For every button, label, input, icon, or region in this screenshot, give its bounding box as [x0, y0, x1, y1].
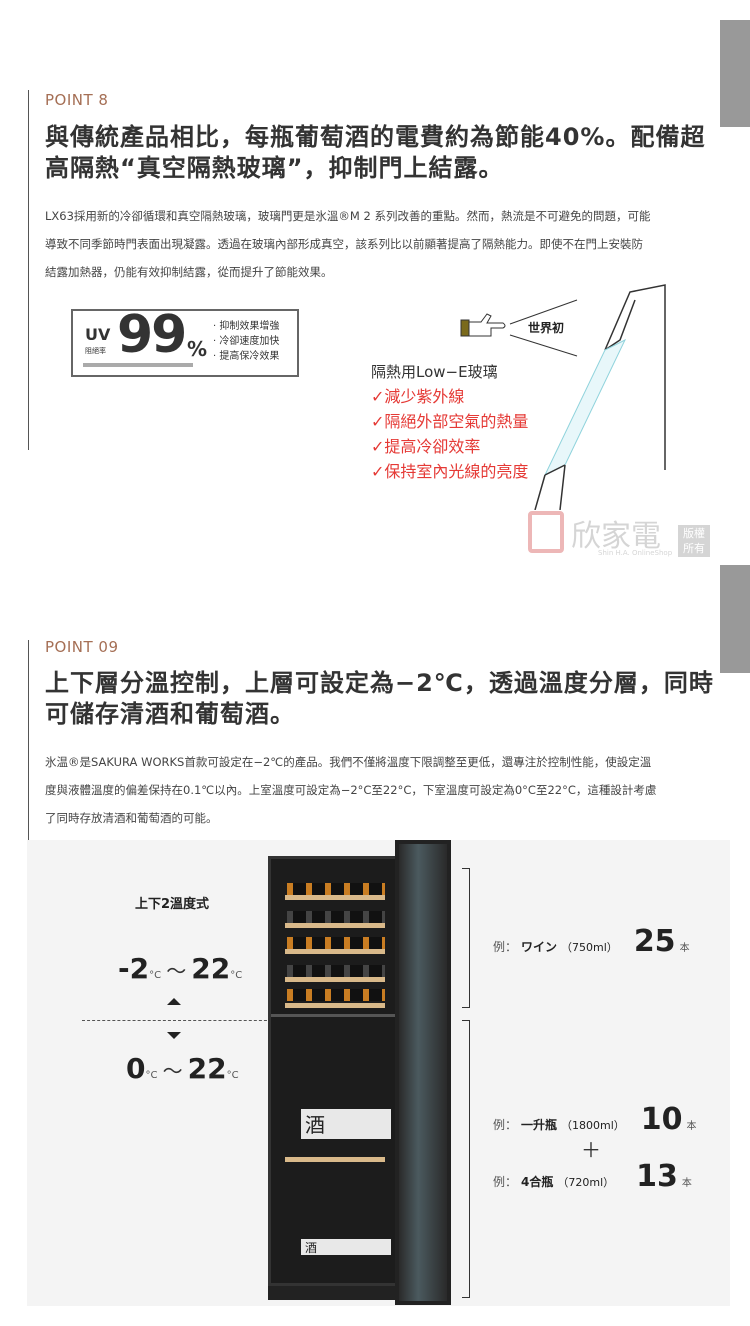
side-tab	[720, 20, 750, 127]
watermark-name: 欣家電	[571, 519, 661, 554]
example-unit: 本	[679, 943, 690, 954]
uv-bullet: · 提高保冷效果	[213, 351, 280, 362]
glass-title: 隔熱用Low−E玻璃	[371, 363, 498, 381]
sake-label: 酒	[301, 1109, 391, 1139]
text-line: 導致不同季節時門表面出現凝露。透過在玻璃內部形成真空，該系列比以前顯著提高了隔熱…	[45, 237, 643, 251]
example-count: 10	[640, 1102, 683, 1137]
upper-max: 22	[191, 952, 231, 985]
unit: °C	[149, 970, 162, 981]
example-isshobin: 例： 一升瓶 （1800ml） 10 本	[493, 1102, 697, 1137]
point-label: POINT 8	[45, 91, 109, 109]
section-divider	[28, 640, 29, 995]
headline-line: 與傳統產品相比，每瓶葡萄酒的電費約為節能40%。配備超	[45, 123, 706, 151]
uv-label: UV	[85, 325, 111, 344]
example-name: 4合瓶	[521, 1175, 554, 1189]
check-icon: ✓	[371, 387, 385, 406]
headline-line: 可儲存清酒和葡萄酒。	[45, 700, 295, 728]
unit: °C	[226, 1070, 239, 1081]
benefit-text: 提高冷卻效率	[384, 437, 481, 456]
copyright-badge: 版權所有	[678, 525, 710, 557]
glass-diagram	[460, 284, 666, 510]
headline: 與傳統產品相比，每瓶葡萄酒的電費約為節能40%。配備超 高隔熱“真空隔熱玻璃”，…	[45, 122, 715, 184]
section-divider	[28, 90, 29, 450]
text-line: LX63採用新的冷卻循環和真空隔熱玻璃，玻璃門更是氷溫®M 2 系列改善的重點。…	[45, 209, 651, 223]
plus-sign: ＋	[581, 1138, 601, 1162]
text-line: 結露加熱器，仍能有效抑制結露，從而提升了節能效果。	[45, 265, 333, 279]
text-line: 氷温®是SAKURA WORKS首款可設定在−2℃的產品。我們不僅將溫度下限調整…	[45, 755, 652, 769]
benefit-item: ✓提高冷卻效率	[371, 434, 528, 459]
watermark-sub: Shin H.A. OnlineShop	[598, 549, 673, 557]
benefit-item: ✓減少紫外線	[371, 384, 528, 409]
description: LX63採用新的冷卻循環和真空隔熱玻璃，玻璃門更是氷溫®M 2 系列改善的重點。…	[45, 202, 715, 286]
example-4gobin: 例： 4合瓶 （720ml） 13 本	[493, 1159, 692, 1194]
example-size: （1800ml）	[561, 1119, 625, 1132]
text-line: 了同時存放清酒和葡萄酒的可能。	[45, 811, 218, 825]
uv-bullet: · 抑制效果增強	[213, 321, 280, 332]
underline	[83, 363, 193, 367]
fridge-base	[268, 1286, 398, 1300]
lower-max: 22	[187, 1052, 227, 1085]
world-first-callout: 世界初	[528, 321, 565, 335]
fridge-cabinet: 酒 酒	[268, 856, 398, 1286]
headline: 上下層分溫控制，上層可設定為−2℃，透過溫度分層，同時 可儲存清酒和葡萄酒。	[45, 668, 715, 730]
bracket-lower	[462, 1020, 470, 1298]
sake-label: 酒	[301, 1239, 391, 1255]
range-sep: ～	[166, 959, 187, 983]
upper-range: -2°C ～ 22°C	[118, 952, 242, 985]
text-line: 度與液體溫度的偏差保持在0.1℃以內。上室溫度可設定為−2°C至22°C，下室溫…	[45, 783, 657, 797]
upper-min: -2	[118, 952, 150, 985]
example-prefix: 例：	[493, 940, 518, 954]
unit: °C	[145, 1070, 158, 1081]
arrow-up-icon	[167, 998, 181, 1005]
example-wine: 例： ワイン （750ml） 25 本	[493, 924, 690, 959]
example-prefix: 例：	[493, 1175, 518, 1189]
uv-sub: 阻絕率	[85, 347, 106, 355]
fridge-glass-door	[395, 840, 451, 1305]
point-label: POINT 09	[45, 638, 119, 656]
benefit-item: ✓隔絕外部空氣的熱量	[371, 409, 528, 434]
benefit-list: ✓減少紫外線 ✓隔絕外部空氣的熱量 ✓提高冷卻效率 ✓保持室內光線的亮度	[371, 384, 528, 484]
house-logo-icon	[528, 511, 564, 553]
example-name: 一升瓶	[521, 1118, 558, 1132]
uv-unit: %	[187, 337, 208, 361]
zone-divider	[82, 1020, 272, 1021]
example-unit: 本	[686, 1121, 697, 1132]
lower-min: 0	[126, 1052, 146, 1085]
example-count: 13	[636, 1159, 678, 1194]
example-size: （750ml）	[561, 941, 618, 954]
headline-line: 上下層分溫控制，上層可設定為−2℃，透過溫度分層，同時	[45, 669, 714, 697]
example-unit: 本	[681, 1178, 692, 1189]
benefit-item: ✓保持室內光線的亮度	[371, 459, 528, 484]
check-icon: ✓	[371, 437, 385, 456]
example-count: 25	[633, 924, 676, 959]
check-icon: ✓	[371, 462, 385, 481]
headline-line: 高隔熱“真空隔熱玻璃”，抑制門上結露。	[45, 154, 504, 182]
bracket-upper	[462, 868, 470, 1008]
uv-value: 99	[117, 305, 187, 365]
pointing-hand-icon	[460, 313, 506, 337]
example-size: （720ml）	[557, 1176, 615, 1189]
benefit-text: 隔絕外部空氣的熱量	[384, 412, 529, 431]
check-icon: ✓	[371, 412, 385, 431]
range-sep: ～	[162, 1059, 183, 1083]
zone-title: 上下2溫度式	[135, 897, 210, 912]
arrow-down-icon	[167, 1032, 181, 1039]
benefit-text: 減少紫外線	[384, 387, 465, 406]
uv-badge: UV 阻絕率 99 % · 抑制效果增強 · 冷卻速度加快 · 提高保冷效果	[71, 305, 299, 377]
uv-bullet: · 冷卻速度加快	[213, 336, 280, 347]
benefit-text: 保持室內光線的亮度	[384, 462, 529, 481]
example-prefix: 例：	[493, 1118, 518, 1132]
example-name: ワイン	[521, 940, 558, 954]
lower-range: 0°C ～ 22°C	[126, 1052, 239, 1085]
side-tab	[720, 565, 750, 673]
description: 氷温®是SAKURA WORKS首款可設定在−2℃的產品。我們不僅將溫度下限調整…	[45, 748, 715, 832]
unit: °C	[230, 970, 243, 981]
